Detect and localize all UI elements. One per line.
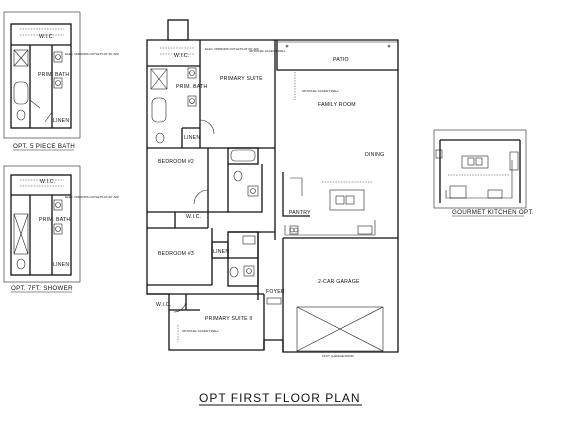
inset-caption-5-piece: OPT. 5 PIECE BATH bbox=[13, 143, 75, 150]
toilet-icon bbox=[16, 109, 26, 121]
inset-frame bbox=[433, 129, 527, 209]
range-icon bbox=[357, 225, 373, 235]
linen-mid-label: LINEN bbox=[213, 249, 229, 255]
room-labels: W.I.C. PRIMARY SUITE PRIM. BATH LINEN PA… bbox=[156, 47, 384, 358]
tub-icon bbox=[13, 81, 29, 105]
inset-linen-label: LINEN bbox=[53, 262, 69, 268]
toilet-icon bbox=[229, 266, 239, 278]
sink-icon bbox=[487, 189, 503, 199]
inset-prim-bath-label: PRIM. BATH bbox=[39, 217, 70, 223]
inset-caption-7ft-shower: OPT. 7FT. SHOWER bbox=[11, 285, 73, 292]
inset-walls bbox=[10, 23, 72, 129]
patio-outline bbox=[277, 39, 399, 70]
foyer-label: FOYER bbox=[266, 289, 285, 295]
wic-top-label: W.I.C. bbox=[174, 53, 189, 59]
two-car-garage-label: 2-CAR GARAGE bbox=[318, 279, 360, 285]
range-icon bbox=[449, 185, 467, 199]
garage-door-note: 16'X7' GARAGE DOOR bbox=[322, 354, 354, 358]
primary-suite-label: PRIMARY SUITE bbox=[220, 76, 263, 82]
bedroom-2-label: BEDROOM #2 bbox=[158, 159, 194, 165]
inset-linen-label: LINEN bbox=[53, 118, 69, 124]
toilet-icon bbox=[16, 258, 26, 270]
garage-door-outline bbox=[296, 306, 384, 352]
kitchen-island bbox=[461, 155, 489, 169]
outlet-note: ELEC. MIRRORS OUTLETS AT 60" AFF bbox=[205, 47, 259, 51]
inset-prim-bath-label: PRIM. BATH bbox=[38, 72, 69, 78]
patio-label: PATIO bbox=[333, 57, 349, 63]
accent-wall-note-top: OPTIONAL ACCENT WALL bbox=[249, 49, 286, 53]
wic-low-label: W.I.C. bbox=[156, 302, 171, 308]
inset-5-piece-bath: W.I.C. PRIM. BATH LINEN ELEC. MIRRORS OU… bbox=[3, 11, 119, 151]
shower-icon bbox=[13, 49, 29, 67]
pantry-label: PANTRY bbox=[289, 210, 311, 216]
inset-caption-gourmet: GOURMET KITCHEN OPT. bbox=[452, 209, 534, 216]
bedroom-3-label: BEDROOM #3 bbox=[158, 251, 194, 257]
wic-mid-label: W.I.C. bbox=[186, 214, 201, 220]
fridge-icon bbox=[509, 151, 519, 171]
inset-wic-label: W.I.C. bbox=[39, 34, 54, 40]
kitchen-island bbox=[329, 189, 365, 211]
sink-icon bbox=[335, 195, 345, 205]
sink-icon bbox=[53, 51, 63, 63]
shower-icon bbox=[13, 213, 29, 255]
sink-icon bbox=[53, 77, 63, 89]
sink-icon bbox=[187, 67, 197, 79]
accent-wall-note-family: OPTIONAL ACCENT WALL bbox=[302, 89, 339, 93]
inset-gourmet-kitchen: GOURMET KITCHEN OPT. bbox=[433, 129, 534, 217]
inset-outlet-note: ELEC. MIRRORS OUTLETS AT 60" AFF bbox=[65, 52, 119, 56]
kitchen-counter bbox=[445, 160, 513, 199]
inset-walls bbox=[439, 139, 521, 203]
sink-icon bbox=[246, 268, 252, 274]
chimney bbox=[167, 19, 189, 41]
inset-frame bbox=[3, 165, 81, 283]
primary-suite-2-label: PRIMARY SUITE II bbox=[205, 316, 253, 322]
inset-walls bbox=[10, 174, 72, 276]
hall-bath-tub-wall bbox=[227, 147, 259, 165]
tub-icon bbox=[230, 149, 256, 162]
toilet-icon bbox=[155, 132, 165, 144]
inset-wic-label: W.I.C. bbox=[40, 179, 55, 185]
toilet-icon bbox=[233, 170, 243, 182]
plan-title: OPT FIRST FLOOR PLAN bbox=[199, 391, 361, 405]
main-floor-plan bbox=[146, 19, 399, 353]
accent-wall-note-suite2: OPTIONAL ACCENT WALL bbox=[182, 329, 219, 333]
sink-icon bbox=[187, 95, 197, 107]
inset-outlet-note: ELEC. MIRRORS OUTLETS AT 60" AFF bbox=[65, 195, 119, 199]
door-swing bbox=[199, 119, 215, 135]
inset-frame bbox=[3, 11, 81, 139]
family-room-label: FAMILY ROOM bbox=[318, 102, 356, 108]
prim-bath-label: PRIM. BATH bbox=[176, 84, 207, 90]
sink-icon bbox=[53, 199, 63, 211]
sink-icon bbox=[53, 223, 63, 235]
kitchen-counter bbox=[284, 220, 376, 236]
shower-icon bbox=[150, 68, 168, 90]
dining-label: DINING bbox=[365, 152, 384, 158]
tub-icon bbox=[151, 97, 167, 123]
sink-icon bbox=[250, 188, 256, 194]
pantry-walls bbox=[282, 172, 310, 217]
inset-7ft-shower: W.I.C. PRIM. BATH LINEN ELEC. MIRRORS OU… bbox=[3, 165, 119, 293]
linen-top-label: LINEN bbox=[184, 135, 200, 141]
